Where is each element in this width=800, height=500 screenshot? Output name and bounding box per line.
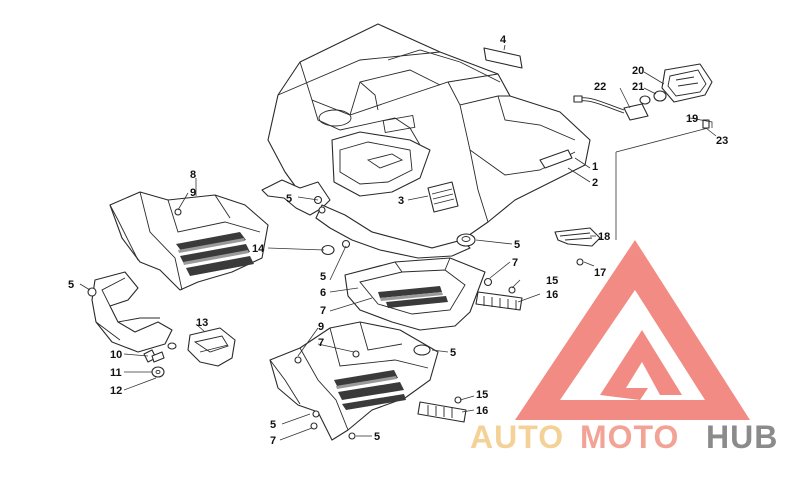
callout-16-upper: 16 — [546, 289, 558, 301]
callout-14: 14 — [252, 243, 265, 255]
fender-decal — [427, 181, 459, 213]
rubber-grommet — [167, 342, 177, 350]
callout-7-footrest-right: 7 — [512, 257, 518, 269]
watermark-logo: AUTO MOTO HUB — [470, 240, 778, 455]
fender-push-rivet — [456, 233, 476, 247]
left-footwell-tread — [176, 232, 254, 276]
license-bracket — [554, 227, 601, 266]
center-footrest-tread — [378, 286, 448, 308]
callout-5-lower-left: 5 — [270, 419, 276, 431]
center-footrest — [344, 257, 486, 331]
lower-footwell — [269, 321, 439, 441]
callout-19: 19 — [686, 113, 698, 125]
callout-21: 21 — [632, 81, 644, 93]
callout-5-left: 5 — [68, 279, 74, 291]
callout-7-lower-bottom: 7 — [270, 435, 276, 447]
callout-5-lower-right: 5 — [450, 347, 456, 359]
rear-fender-body — [267, 23, 591, 249]
fender-left-skirt — [261, 179, 471, 259]
callout-13: 13 — [196, 317, 208, 329]
mounting-bracket — [187, 327, 236, 367]
watermark-triangle — [515, 240, 750, 420]
callout-9-lower: 9 — [318, 321, 324, 333]
callout-20: 20 — [632, 65, 644, 77]
watermark-triangle-outer — [515, 240, 750, 420]
flange-bolt — [143, 349, 165, 363]
callout-6: 6 — [320, 287, 326, 299]
callout-5-lower-bottom: 5 — [374, 431, 380, 443]
callout-18: 18 — [598, 231, 610, 243]
callout-labels: 1 2 3 4 5 5 5 5 5 5 5 6 7 7 7 7 7 8 9 9 … — [68, 34, 728, 447]
storage-compartment — [331, 131, 431, 197]
watermark-text-hub: HUB — [706, 419, 778, 455]
callout-22: 22 — [594, 81, 606, 93]
callout-17: 17 — [594, 267, 606, 279]
callout-12: 12 — [110, 385, 122, 397]
upper-tread-strip — [475, 286, 523, 311]
left-mud-guard — [91, 271, 173, 353]
callout-7-lower-top: 7 — [318, 337, 324, 349]
lower-footwell-tread — [334, 370, 406, 410]
taillight-assembly — [573, 63, 713, 129]
callout-10: 10 — [110, 349, 122, 361]
flat-washer — [151, 366, 165, 378]
callout-11: 11 — [110, 367, 122, 379]
callout-23: 23 — [716, 135, 728, 147]
callout-16-lower: 16 — [476, 405, 488, 417]
callout-3: 3 — [398, 195, 404, 207]
callout-9-left: 9 — [190, 187, 196, 199]
lower-tread-strip — [417, 396, 467, 423]
callout-8: 8 — [190, 169, 196, 181]
leader-lines — [79, 44, 717, 441]
callout-15-upper: 15 — [546, 275, 558, 287]
callout-5-rivet: 5 — [514, 239, 520, 251]
watermark-triangle-inner — [600, 330, 682, 400]
side-reflector — [539, 149, 573, 169]
callout-15-lower: 15 — [476, 389, 488, 401]
callout-7-footrest-left: 7 — [320, 305, 326, 317]
watermark-text-moto: MOTO — [580, 419, 679, 455]
callout-2: 2 — [592, 177, 598, 189]
footrest-screw — [483, 277, 493, 287]
callout-1: 1 — [592, 161, 598, 173]
top-decal — [483, 47, 523, 69]
watermark-text-auto: AUTO — [470, 419, 564, 455]
callout-5-skirt: 5 — [286, 193, 292, 205]
callout-5-footrest: 5 — [320, 271, 326, 283]
left-footwell — [109, 191, 269, 291]
lower-fasteners — [294, 350, 360, 440]
callout-4: 4 — [500, 34, 507, 46]
